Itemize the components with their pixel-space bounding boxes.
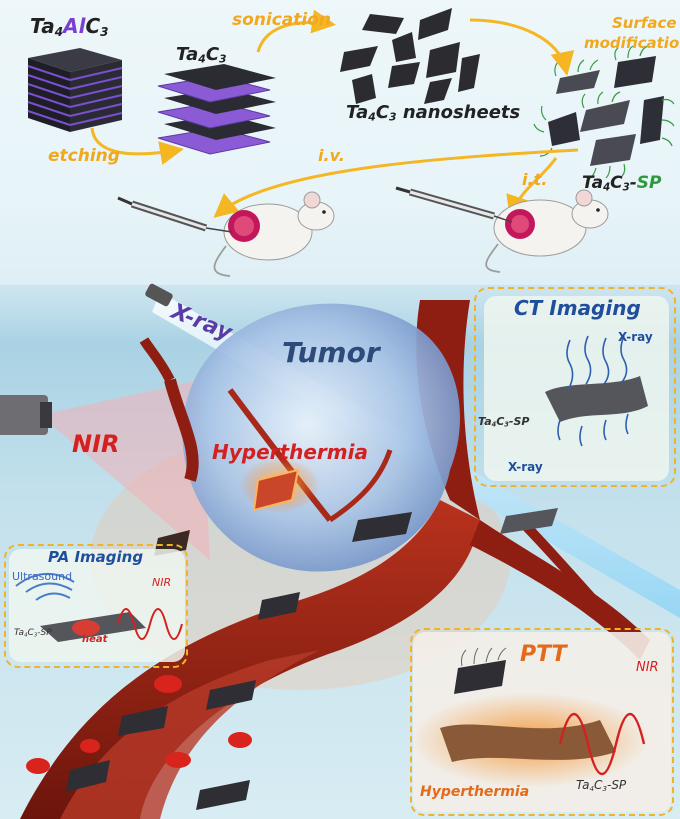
sonication-label: sonication bbox=[232, 10, 332, 30]
ptt-panel bbox=[410, 628, 674, 816]
tumor-label: Tumor bbox=[282, 336, 380, 369]
ptt-sheet-graphic bbox=[440, 647, 646, 776]
nanosheets-label: Ta4C3 nanosheets bbox=[346, 102, 521, 124]
modification-label: modification bbox=[584, 34, 680, 52]
nir-label: NIR bbox=[72, 430, 120, 458]
iv-label: i.v. bbox=[318, 146, 345, 165]
surface-label: Surface bbox=[612, 14, 677, 32]
ct-material-label: Ta4C3-SP bbox=[478, 415, 530, 429]
ct-sheet-graphic bbox=[545, 335, 648, 447]
ct-title: CT Imaging bbox=[514, 296, 641, 320]
ct-xray-top: X-ray bbox=[618, 330, 653, 344]
ptt-nir-label: NIR bbox=[636, 660, 659, 675]
pa-material-label: Ta4C3-SP bbox=[14, 628, 52, 639]
process-arrows bbox=[90, 9, 579, 220]
nanosheets-icon bbox=[340, 8, 480, 104]
precursor-label: Ta4AlC3 bbox=[30, 14, 109, 39]
ptt-material-label: Ta4C3-SP bbox=[576, 778, 627, 793]
laser-source-icon bbox=[0, 395, 48, 435]
etched-layers-icon bbox=[157, 64, 276, 155]
modified-label: Ta4C3-SP bbox=[582, 173, 662, 194]
ct-imaging-panel bbox=[474, 287, 676, 487]
mouse-right-icon bbox=[395, 186, 609, 273]
etching-label: etching bbox=[48, 146, 120, 166]
pa-sheet-graphic bbox=[15, 572, 183, 642]
modified-sheets-icon bbox=[533, 45, 675, 181]
ct-xray-bottom: X-ray bbox=[508, 460, 543, 474]
hyperthermia-label: Hyperthermia bbox=[212, 440, 368, 464]
pa-heat-label: heat bbox=[82, 634, 108, 645]
etched-label: Ta4C3 bbox=[176, 44, 227, 66]
mouse-left-icon bbox=[117, 191, 335, 277]
ptt-title: PTT bbox=[520, 642, 567, 667]
pa-imaging-panel bbox=[4, 544, 188, 668]
scene-sheets bbox=[66, 508, 558, 810]
pa-nir-label: NIR bbox=[152, 576, 172, 589]
pa-title: PA Imaging bbox=[48, 548, 144, 566]
precursor-stack-icon bbox=[27, 48, 123, 132]
red-blood-cells bbox=[26, 675, 252, 774]
ptt-hyperthermia-label: Hyperthermia bbox=[420, 784, 530, 800]
it-label: i.t. bbox=[522, 170, 548, 189]
nir-beam bbox=[40, 380, 210, 560]
pa-ultrasound-label: Ultrasound bbox=[12, 570, 73, 583]
